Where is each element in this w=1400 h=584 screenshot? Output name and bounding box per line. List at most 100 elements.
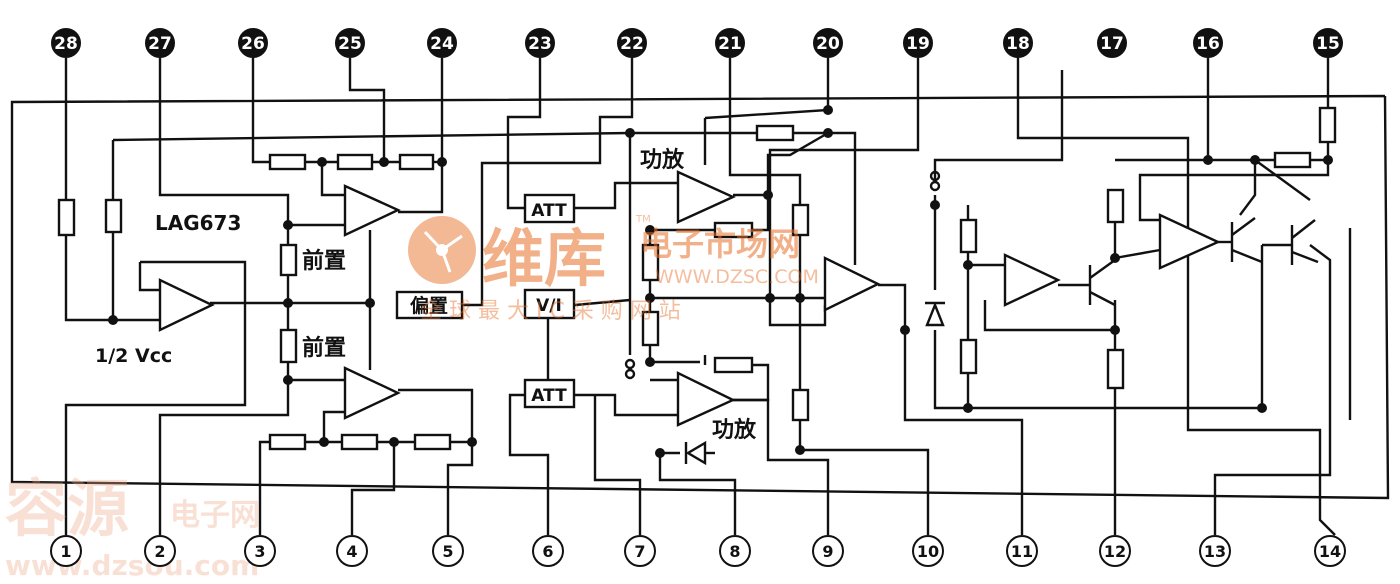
pin-bottom-13: 13	[1199, 535, 1231, 567]
resistor-bot-2	[340, 433, 379, 451]
pin-circle	[335, 28, 365, 58]
pin-circle	[144, 535, 176, 567]
pin-number: 16	[1196, 34, 1220, 54]
pin-circle	[1003, 28, 1033, 58]
pin-number: 3	[254, 542, 265, 561]
amp-right-2	[1158, 213, 1221, 270]
pin-top-20: 20	[813, 28, 843, 58]
diode-ring-2	[929, 180, 941, 192]
labels: LAG673 前置 前置 1/2 Vcc 功放 功放	[95, 147, 757, 443]
chip-label: LAG673	[155, 211, 241, 235]
zener-main	[925, 301, 945, 327]
pin-number: 18	[1006, 34, 1030, 54]
pin-circle	[912, 535, 944, 567]
resistors	[57, 106, 1337, 451]
pin-top-15: 15	[1313, 28, 1343, 58]
pin-circle	[51, 28, 81, 58]
resistor-15-h	[1273, 151, 1312, 169]
pin-number: 13	[1204, 542, 1226, 561]
diode-ring-3	[624, 358, 636, 370]
pin-number: 1	[60, 542, 71, 561]
pin-circle	[812, 535, 844, 567]
pin-circle	[145, 28, 175, 58]
pin-circle	[719, 535, 751, 567]
resistor-top-3	[398, 153, 435, 171]
pin-number: 12	[1104, 542, 1126, 561]
pin-top-23: 23	[525, 28, 555, 58]
pin-top-28: 28	[51, 28, 81, 58]
pin-number: 4	[346, 542, 357, 561]
pin-circle	[525, 28, 555, 58]
wiring	[10, 58, 1390, 536]
resistor-pa-v1	[641, 243, 660, 282]
pin-circle	[1193, 28, 1223, 58]
preamp-bottom-label: 前置	[302, 335, 346, 361]
amp-preamp-bottom	[343, 366, 401, 420]
diode-ring-1	[929, 170, 941, 182]
power-amp-top-label: 功放	[640, 147, 685, 173]
pin-bottom-12: 12	[1099, 535, 1131, 567]
vi-label: V/I	[536, 296, 562, 316]
transistor-q2	[1218, 217, 1263, 264]
function-boxes: ATT V/I ATT 偏置	[395, 193, 576, 409]
pin-bottom-5: 5	[432, 535, 464, 567]
att-top-label: ATT	[531, 201, 567, 221]
pin-number: 2	[154, 542, 165, 561]
resistor-15-v	[1318, 106, 1337, 144]
pin-circle	[336, 535, 368, 567]
pin-number: 19	[906, 34, 930, 54]
dzsc-brand-main: 维库	[482, 222, 606, 295]
pin-circle	[432, 535, 464, 567]
pin-bottom-14: 14	[1314, 535, 1346, 567]
pin-bottom-10: 10	[912, 535, 944, 567]
pin-top-16: 16	[1193, 28, 1223, 58]
pin-circle	[1097, 28, 1127, 58]
dzsc-brand-sub: 电子市场网	[640, 225, 800, 263]
resistor-pre-1	[279, 243, 298, 277]
junctions	[108, 105, 1333, 458]
dzsou-brand-url: www.dzsou.com	[5, 549, 259, 582]
amp-preamp-top	[343, 184, 401, 237]
resistor-pa-fb-top	[755, 124, 795, 142]
zener-diodes	[624, 170, 945, 466]
pin-circle	[813, 28, 843, 58]
pin-number: 6	[542, 542, 553, 561]
power-amp-bottom-label: 功放	[712, 417, 757, 443]
dzsou-brand-main: 容源	[5, 472, 129, 545]
half-vcc-label: 1/2 Vcc	[95, 345, 172, 367]
att-top-box	[523, 193, 576, 224]
transistor-q1	[1088, 259, 1116, 307]
pin-number: 11	[1011, 542, 1033, 561]
pin-bottom-7: 7	[624, 535, 656, 567]
bias-box	[395, 290, 464, 320]
pin-circle	[617, 28, 647, 58]
amplifiers	[158, 170, 1221, 427]
preamp-top-label: 前置	[302, 248, 346, 274]
dzsc-brand-tm: TM	[635, 214, 651, 225]
dzsc-brand-slogan: 全 球 最 大 I C 采 购 网 站	[420, 299, 681, 324]
pin-number: 21	[718, 34, 742, 54]
pin-top-27: 27	[145, 28, 175, 58]
pin-number: 17	[1100, 34, 1124, 54]
pin-number: 26	[241, 34, 265, 54]
resistor-pre-2	[279, 328, 298, 364]
vi-box	[523, 288, 576, 320]
pin-top-19: 19	[903, 28, 933, 58]
amp-power-top	[676, 170, 736, 224]
pin-circle	[532, 535, 564, 567]
resistor-20-a	[791, 203, 810, 237]
pin-circle	[50, 535, 82, 567]
pin-number: 10	[917, 542, 939, 561]
pin-top-26: 26	[238, 28, 268, 58]
watermark-dzsc: 维库 电子市场网 TM WWW.DZSC.COM 全 球 最 大 I C 采 购…	[408, 214, 819, 324]
pin-number: 7	[634, 542, 645, 561]
pin-number: 24	[430, 34, 454, 54]
pin-circle	[1006, 535, 1038, 567]
pin-circle	[903, 28, 933, 58]
zener-pa	[684, 440, 707, 466]
resistor-bot-3	[413, 433, 452, 451]
att-bottom-label: ATT	[531, 386, 567, 406]
resistor-z2	[959, 338, 978, 375]
